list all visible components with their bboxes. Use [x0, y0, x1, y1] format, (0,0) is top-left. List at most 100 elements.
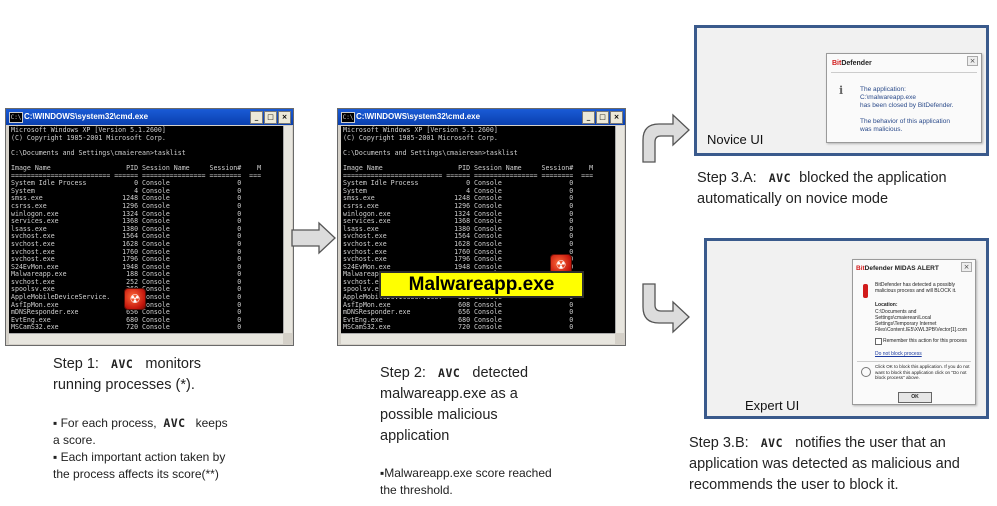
- console-line: C:\Documents and Settings\cmaierean>task…: [11, 148, 186, 157]
- location-line: Settings\Temporary Internet: [875, 321, 937, 327]
- location-line: C:\Documents and: [875, 309, 917, 315]
- console-line: System Idle Process 0 Console 0: [11, 179, 242, 188]
- console-line: Image Name PID Session Name Session# M: [11, 163, 262, 172]
- console-line: MSCamS32.exe 720 Console 0: [11, 323, 242, 332]
- remember-label: Remember this action for this process: [883, 338, 967, 344]
- console-line: EvtEng.exe 680 Console 0: [343, 315, 574, 324]
- console-icon: C:\: [341, 112, 355, 123]
- expert-alert-dialog: BitDefender MIDAS ALERT × BitDefender ha…: [852, 259, 976, 405]
- console-line: S24EvMon.exe 1948 Console 0: [11, 262, 242, 271]
- console-line: EvtEng.exe 680 Console 0: [11, 315, 242, 324]
- novice-alert-dialog: BitDefender × i The application:C:\malwa…: [826, 53, 982, 143]
- console-line: smss.exe 1248 Console 0: [343, 194, 574, 203]
- expert-info: Click OK to block this application. If y…: [875, 364, 970, 381]
- curved-up-arrow-icon: [642, 113, 690, 163]
- console-line: svchost.exe 1760 Console 0: [11, 247, 242, 256]
- console-titlebar: C:\ C:\WINDOWS\system32\cmd.exe _ □ ×: [6, 109, 293, 125]
- console-line: svchost.exe 1760 Console 0: [343, 247, 574, 256]
- horizontal-scrollbar[interactable]: [9, 333, 283, 344]
- step-1-text: Step 1: AVC monitors running processes (…: [53, 356, 202, 393]
- expert-dialog-title: BitDefender MIDAS ALERT: [856, 265, 939, 272]
- dialog-close-button[interactable]: ×: [967, 56, 978, 66]
- location-label: Location:: [875, 302, 898, 308]
- step-3a-text: Step 3.A: AVC blocked the application au…: [697, 170, 947, 207]
- console-line: AsfIpMon.exe 608 Console 0: [343, 300, 574, 309]
- close-button[interactable]: ×: [610, 111, 623, 124]
- console-line: Malwareapp.exe 188 Console 0: [11, 270, 242, 279]
- console-line: ========================= ====== =======…: [11, 171, 262, 180]
- novice-message-line: has been closed by BitDefender.: [860, 102, 954, 109]
- dialog-divider: [831, 72, 977, 73]
- novice-message-line: The application:: [860, 86, 906, 93]
- novice-ui-panel: BitDefender × i The application:C:\malwa…: [694, 25, 989, 156]
- step-3b-text: Step 3.B: AVC notifies the user that an …: [689, 435, 960, 493]
- virus-icon: ☢: [124, 288, 146, 310]
- close-button[interactable]: ×: [278, 111, 291, 124]
- location-line: Settings\cmaierean\Local: [875, 315, 932, 321]
- console-line: C:\Documents and Settings\cmaierean>task…: [343, 148, 518, 157]
- console-line: System Idle Process 0 Console 0: [343, 179, 574, 188]
- console-window-2: C:\ C:\WINDOWS\system32\cmd.exe _ □ × Mi…: [337, 108, 626, 346]
- step-2-text: Step 2: AVC detected malwareapp.exe as a…: [380, 365, 529, 444]
- console-line: lsass.exe 1380 Console 0: [343, 224, 574, 233]
- console-icon: C:\: [9, 112, 23, 123]
- expert-ui-panel: BitDefender MIDAS ALERT × BitDefender ha…: [704, 238, 989, 419]
- maximize-button[interactable]: □: [596, 111, 609, 124]
- minimize-button[interactable]: _: [582, 111, 595, 124]
- expert-ui-caption: Expert UI: [745, 398, 800, 413]
- info-clock-icon: [861, 367, 871, 377]
- malware-banner: Malwareapp.exe: [379, 271, 584, 298]
- dialog-divider: [857, 361, 971, 362]
- info-icon: i: [839, 84, 844, 97]
- console-window-1: C:\ C:\WINDOWS\system32\cmd.exe _ □ × Mi…: [5, 108, 294, 346]
- avc-label: AVC: [760, 436, 784, 450]
- maximize-button[interactable]: □: [264, 111, 277, 124]
- dialog-close-button[interactable]: ×: [961, 262, 972, 272]
- console-line: System 4 Console 0: [11, 186, 242, 195]
- console-line: (C) Copyright 1985-2001 Microsoft Corp.: [11, 133, 166, 142]
- do-not-block-link[interactable]: Do not block process: [875, 351, 922, 357]
- step-2-bullet: ▪Malwareapp.exe score reached the thresh…: [380, 466, 552, 497]
- expert-headline: BitDefender has detected a possibly mali…: [875, 282, 957, 294]
- console-line: Microsoft Windows XP [Version 5.1.2600]: [343, 126, 498, 134]
- ok-button[interactable]: OK: [898, 392, 932, 403]
- console-line: MSCamS32.exe 720 Console 0: [343, 323, 574, 332]
- console-output: Microsoft Windows XP [Version 5.1.2600](…: [9, 126, 283, 333]
- novice-message-line: C:\malwareapp.exe: [860, 94, 916, 101]
- horizontal-scrollbar[interactable]: [341, 333, 615, 344]
- curved-down-arrow-icon: [642, 283, 690, 334]
- console-line: services.exe 1368 Console 0: [11, 217, 242, 226]
- location-line: Files\Content.IE5\XWL3PB\Vector[1].com: [875, 327, 967, 333]
- novice-ui-caption: Novice UI: [707, 132, 764, 147]
- console-line: winlogon.exe 1324 Console 0: [343, 209, 574, 218]
- remember-checkbox[interactable]: [875, 338, 882, 345]
- console-line: csrss.exe 1296 Console 0: [343, 201, 574, 210]
- console-line: System 4 Console 0: [343, 186, 574, 195]
- console-line: svchost.exe 252 Console 0: [11, 277, 242, 286]
- console-line: lsass.exe 1380 Console 0: [11, 224, 242, 233]
- vertical-scrollbar[interactable]: [283, 126, 292, 333]
- console-line: smss.exe 1248 Console 0: [11, 194, 242, 203]
- avc-label: AVC: [163, 416, 186, 430]
- right-arrow-icon: [291, 221, 336, 255]
- console-line: svchost.exe 1628 Console 0: [343, 239, 574, 248]
- minimize-button[interactable]: _: [250, 111, 263, 124]
- console-line: winlogon.exe 1324 Console 0: [11, 209, 242, 218]
- console-line: services.exe 1368 Console 0: [343, 217, 574, 226]
- bitdefender-logo: BitDefender: [832, 60, 872, 67]
- console-title: C:\WINDOWS\system32\cmd.exe: [356, 112, 481, 121]
- novice-message-line: [860, 110, 980, 118]
- avc-label: AVC: [111, 357, 134, 371]
- console-line: svchost.exe 1628 Console 0: [11, 239, 242, 248]
- console-title: C:\WINDOWS\system32\cmd.exe: [24, 112, 149, 121]
- console-output: Microsoft Windows XP [Version 5.1.2600](…: [341, 126, 615, 333]
- avc-label: AVC: [768, 171, 792, 185]
- avc-label: AVC: [438, 366, 461, 380]
- console-line: mDNSResponder.exe 656 Console 0: [343, 308, 574, 317]
- novice-message-line: The behavior of this application: [860, 118, 950, 125]
- novice-message-line: was malicious.: [860, 126, 903, 133]
- console-titlebar: C:\ C:\WINDOWS\system32\cmd.exe _ □ ×: [338, 109, 625, 125]
- vertical-scrollbar[interactable]: [615, 126, 624, 333]
